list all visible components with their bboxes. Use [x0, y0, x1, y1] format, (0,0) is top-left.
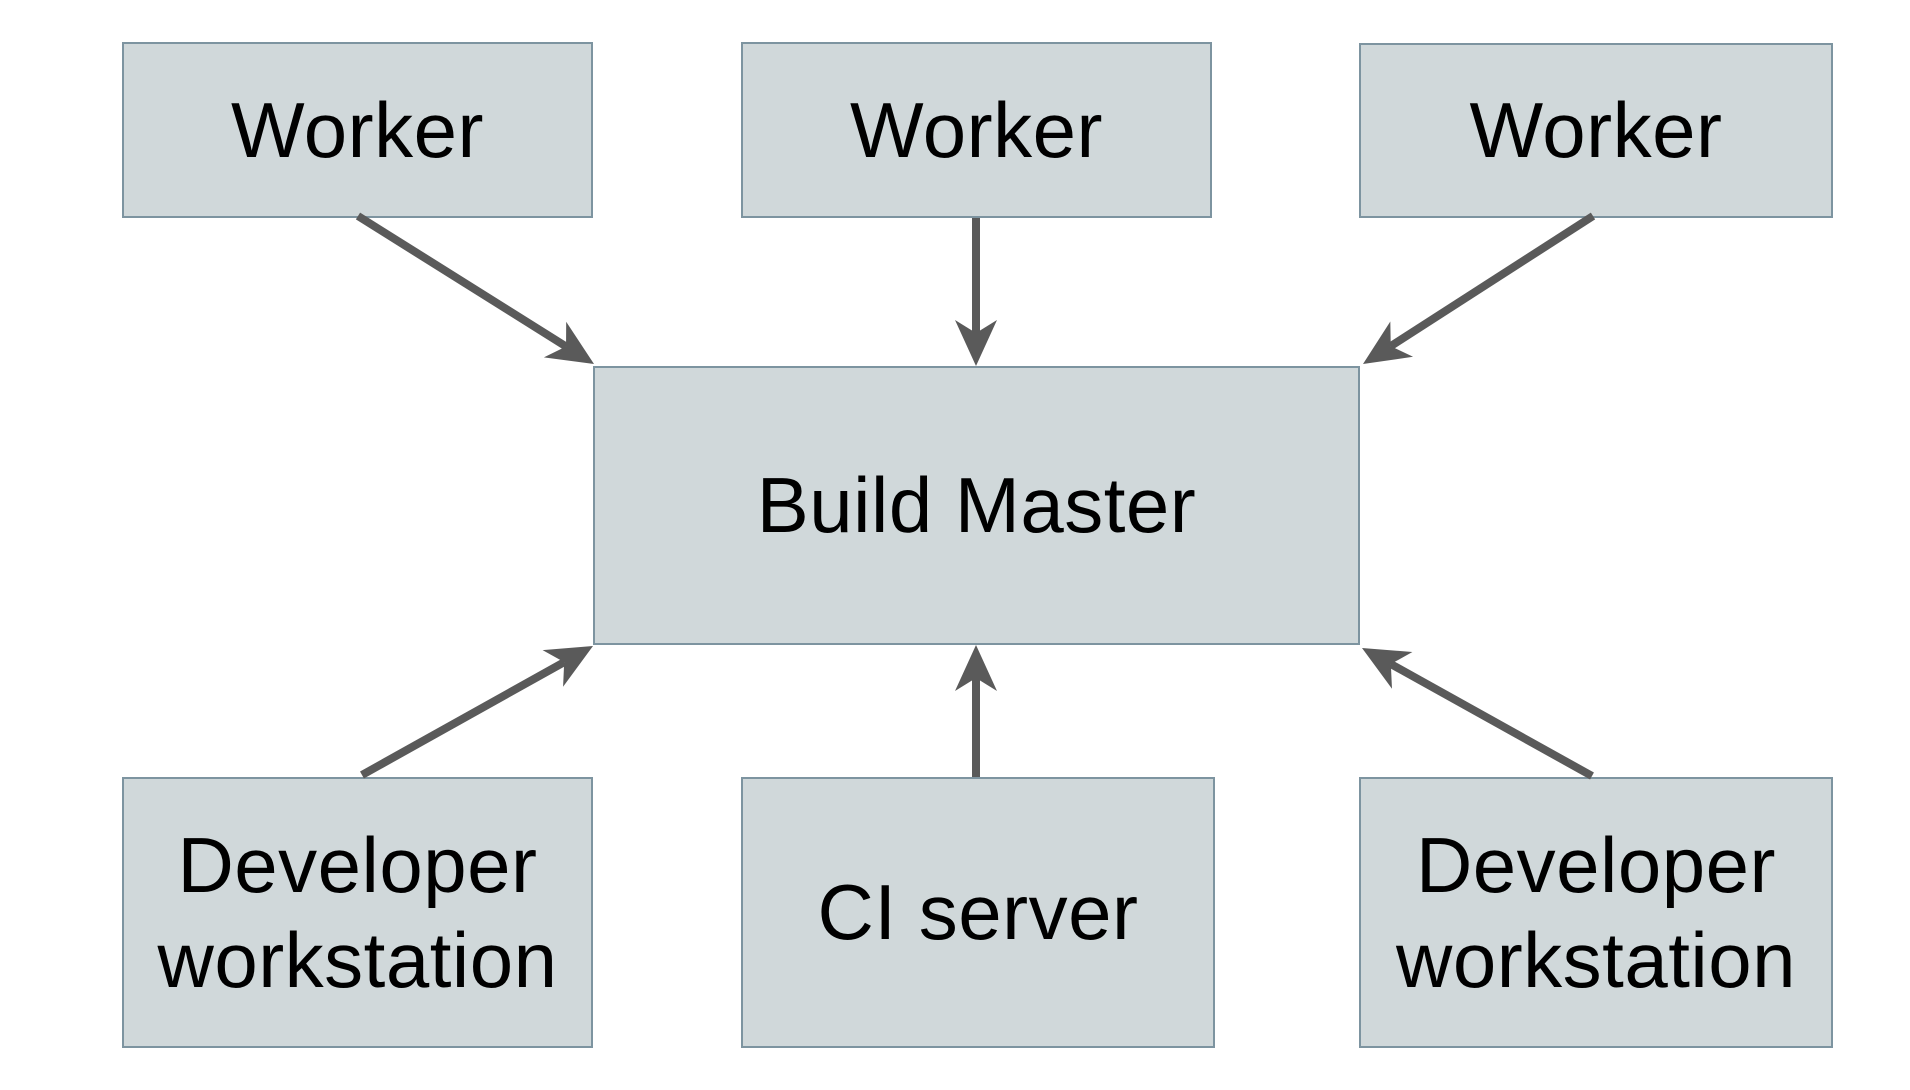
arrow-head [1362, 648, 1413, 689]
node-developer-workstation-2: Developer workstation [1359, 777, 1833, 1048]
node-worker-2: Worker [741, 42, 1212, 218]
worker-2-label: Worker [850, 85, 1103, 174]
arrow-shaft [1388, 212, 1596, 350]
arrow-head [543, 321, 594, 364]
worker-3-label: Worker [1469, 86, 1723, 175]
developer-workstation-2-label: Developer workstation [1396, 821, 1796, 1004]
arrow-shaft [360, 658, 567, 779]
arrow-developer-workstation-1-to-build-master [360, 646, 593, 779]
arrow-head [542, 646, 593, 687]
arrow-head [955, 320, 997, 366]
ci-server-label: CI server [817, 868, 1139, 957]
arrow-worker-3-to-build-master [1363, 212, 1596, 364]
node-ci-server: CI server [741, 777, 1215, 1048]
arrow-worker-1-to-build-master [355, 212, 594, 364]
arrow-head [955, 645, 997, 691]
arrow-shaft [355, 212, 569, 350]
worker-1-label: Worker [231, 85, 484, 174]
arrow-shaft [1388, 660, 1594, 780]
node-worker-1: Worker [122, 42, 593, 218]
node-worker-3: Worker [1359, 43, 1833, 218]
node-developer-workstation-1: Developer workstation [122, 777, 593, 1048]
arrow-developer-workstation-2-to-build-master [1362, 648, 1594, 780]
arrow-head [1363, 321, 1414, 364]
developer-workstation-1-label: Developer workstation [157, 821, 558, 1004]
node-build-master: Build Master [593, 366, 1360, 645]
arrow-worker-2-to-build-master [955, 218, 997, 366]
arrow-ci-server-to-build-master [955, 645, 997, 777]
build-master-label: Build Master [756, 461, 1197, 550]
